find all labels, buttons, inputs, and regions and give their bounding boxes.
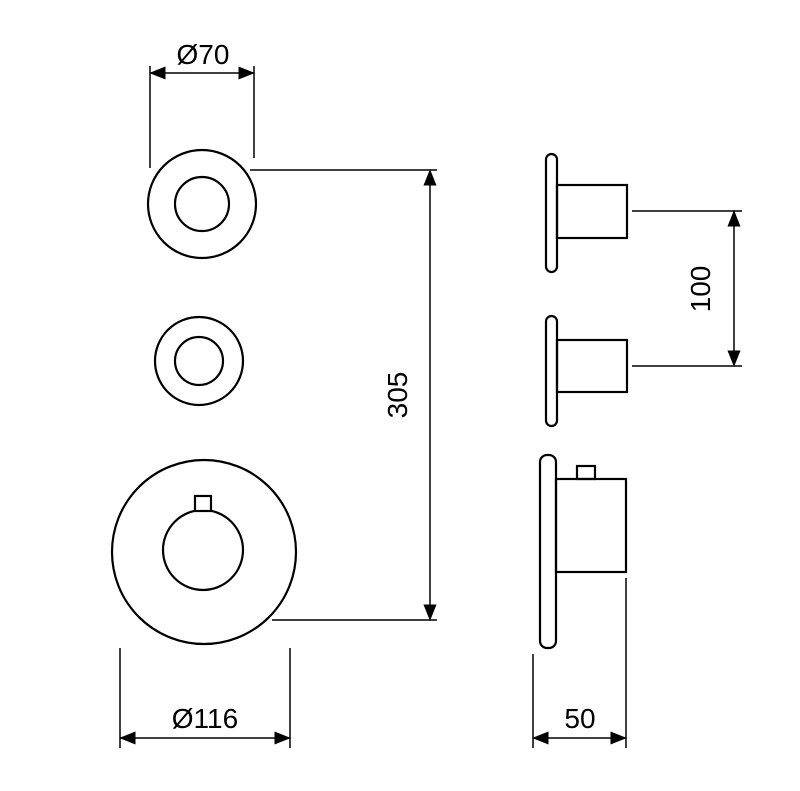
side-top-plate — [544, 152, 559, 274]
side-view — [538, 152, 629, 650]
dimension-depth: 50 — [532, 578, 627, 748]
dim-label-depth: 50 — [564, 703, 595, 734]
front-view — [110, 148, 298, 646]
front-middle-knob-inner-circle — [173, 335, 225, 387]
side-bottom-plate — [538, 453, 558, 650]
dim-label-knob-spacing: 100 — [685, 266, 716, 313]
dimensions: Ø70 305 100 Ø116 — [119, 39, 742, 748]
dimension-top-diameter: Ø70 — [149, 39, 255, 168]
front-top-knob-inner-circle — [173, 175, 231, 233]
front-top-knob-outer-circle — [146, 148, 258, 260]
dim-label-top-diameter: Ø70 — [177, 39, 230, 70]
side-bottom-knob-body — [554, 477, 628, 574]
dim-label-bottom-diameter: Ø116 — [172, 703, 238, 734]
side-middle-knob-body — [555, 338, 629, 394]
front-middle-knob-outer-circle — [153, 315, 245, 407]
side-middle-plate — [544, 314, 559, 428]
side-bottom-knob-notch — [575, 464, 597, 481]
dim-label-total-height: 305 — [382, 372, 413, 419]
front-bottom-knob-notch — [193, 494, 213, 513]
front-bottom-knob-inner-circle — [161, 508, 245, 592]
dimension-knob-spacing: 100 — [632, 210, 742, 367]
side-top-knob-body — [555, 183, 629, 240]
dimension-total-height: 305 — [250, 169, 437, 621]
dimension-bottom-diameter: Ø116 — [119, 648, 291, 748]
front-bottom-plate-circle — [110, 458, 298, 646]
